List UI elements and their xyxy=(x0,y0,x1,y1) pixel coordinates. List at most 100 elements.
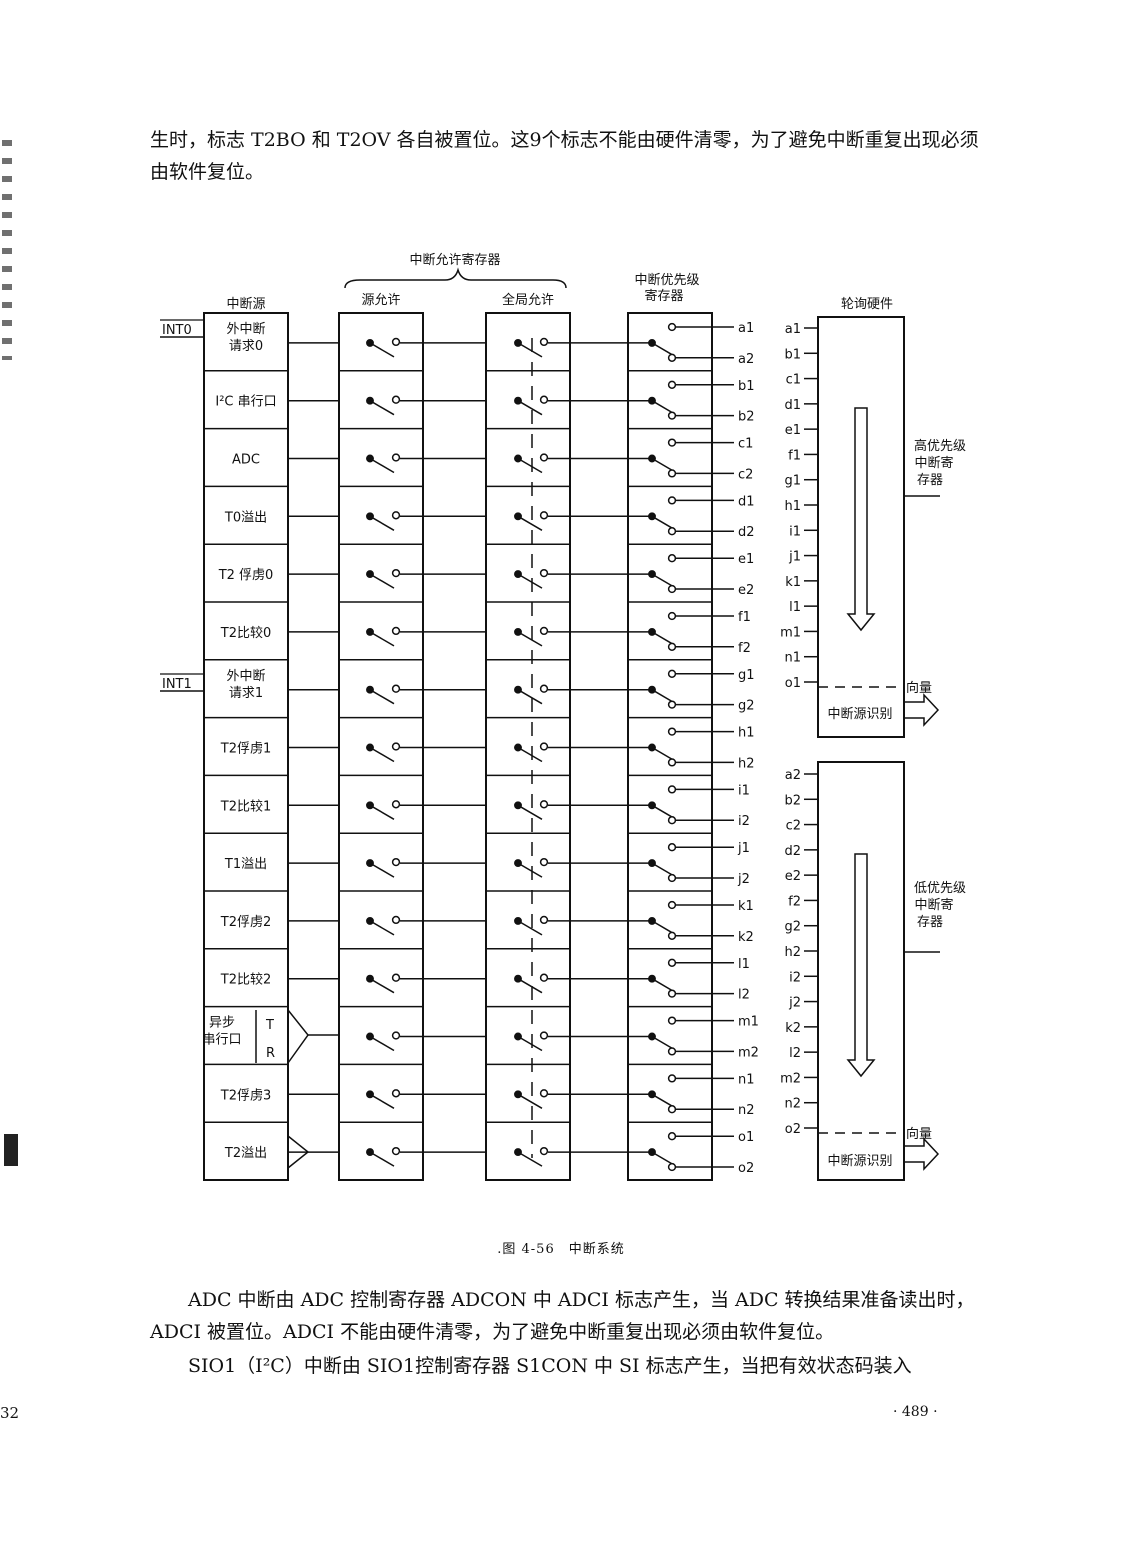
poll-input-label: e1 xyxy=(785,423,801,438)
poll-input-label: o1 xyxy=(785,676,801,691)
priority-blade xyxy=(651,515,675,530)
source-enable-switch-contact xyxy=(391,684,401,693)
low-poll-down-arrow xyxy=(846,853,876,1078)
source-label: ADC xyxy=(232,453,260,468)
global-enable-switch-contact xyxy=(539,626,549,636)
source-label: 串行口 xyxy=(202,1033,241,1048)
level1-label: i1 xyxy=(738,783,750,798)
source-enable-switch-contact xyxy=(391,626,401,636)
paragraph-sio: SIO1（I²C）中断由 SIO1控制寄存器 S1CON 中 SI 标志产生，当… xyxy=(188,1355,912,1377)
priority-blade xyxy=(651,573,675,588)
priority-blade xyxy=(651,862,675,877)
level1-label: a1 xyxy=(738,321,754,336)
poll-input-label: m1 xyxy=(780,625,801,640)
priority-contact-high xyxy=(667,727,677,736)
global-enable-switch-contact xyxy=(539,857,549,867)
source-enable-switch-blade xyxy=(369,400,395,416)
paragraph-top: 生时，标志 T2BO 和 T2OV 各自被置位。这9个标志不能由硬件清零，为了避… xyxy=(150,129,979,183)
level2-label: i2 xyxy=(738,814,750,829)
edge-page-fragment: 32 xyxy=(0,1404,20,1422)
global-enable-switch-blade xyxy=(517,1151,543,1167)
poll-input-label: b2 xyxy=(784,793,801,808)
global-enable-switch-contact xyxy=(539,684,549,693)
level2-label: k2 xyxy=(738,930,754,945)
poll-input-label: g2 xyxy=(784,920,801,935)
high-poll-down-arrow xyxy=(846,407,876,632)
source-enable-frame xyxy=(338,312,424,1181)
level1-label: h1 xyxy=(738,726,755,741)
poll-input-label: c1 xyxy=(786,373,801,388)
source-label: T2比较0 xyxy=(220,626,271,641)
source-label: T2俘虏1 xyxy=(220,742,271,757)
int1-label: INT1 xyxy=(162,677,192,692)
priority-contact-low xyxy=(667,816,677,825)
poll-input-label: l1 xyxy=(789,600,801,615)
high-priority-label-3: 存器 xyxy=(917,473,943,488)
poll-input-label: l2 xyxy=(789,1046,801,1061)
priority-contact-low xyxy=(667,411,677,420)
source-enable-switch-pivot xyxy=(366,627,374,636)
priority-contact-low xyxy=(667,1162,677,1172)
serial-t-label: T xyxy=(265,1018,274,1033)
poll-input-label: e2 xyxy=(785,869,801,884)
source-enable-switch-contact xyxy=(391,395,401,404)
priority-pivot xyxy=(648,570,656,579)
priority-contact-low xyxy=(667,931,677,940)
priority-contact-high xyxy=(667,785,677,794)
level1-label: f1 xyxy=(738,610,751,625)
priority-blade xyxy=(651,804,675,819)
source-enable-switch-contact xyxy=(391,857,401,867)
priority-contact-high xyxy=(667,554,677,563)
source-enable-switch-blade xyxy=(369,978,395,994)
high-priority-label-2: 中断寄 xyxy=(914,455,953,471)
poll-input-label: n1 xyxy=(784,651,801,666)
poll-input-label: a2 xyxy=(785,768,801,783)
source-enable-switch-blade xyxy=(369,457,395,474)
poll-input-label: m2 xyxy=(780,1071,801,1086)
global-enable-switch-blade xyxy=(517,631,543,647)
source-label: T2溢出 xyxy=(224,1146,267,1161)
source-enable-switch-blade xyxy=(369,746,395,763)
priority-contact-low xyxy=(667,873,677,883)
level1-label: b1 xyxy=(738,379,755,394)
level1-label: o1 xyxy=(738,1130,754,1145)
level1-label: j1 xyxy=(737,841,750,856)
priority-contact-high xyxy=(667,322,677,332)
level2-label: j2 xyxy=(737,872,750,887)
priority-blade xyxy=(651,457,675,473)
scan-margin-block xyxy=(4,1134,18,1166)
priority-header-line2: 寄存器 xyxy=(644,288,683,304)
priority-blade xyxy=(651,1093,675,1108)
level1-label: g1 xyxy=(738,668,755,683)
global-enable-switch-contact xyxy=(539,1031,549,1040)
source-enable-switch-blade xyxy=(369,1151,395,1167)
priority-blade xyxy=(651,920,675,935)
global-enable-switch-blade xyxy=(517,689,543,705)
global-enable-switch-contact xyxy=(539,568,549,578)
source-enable-switch-pivot xyxy=(366,570,374,579)
level2-label: b2 xyxy=(738,410,755,425)
source-enable-switch-blade xyxy=(369,515,395,531)
source-label: T2比较1 xyxy=(220,799,271,814)
global-enable-switch-blade xyxy=(517,515,543,531)
priority-contact-high xyxy=(667,1132,677,1141)
poll-input-label: a1 xyxy=(785,322,801,337)
int0-label: INT0 xyxy=(162,323,192,338)
low-source-id-label: 中断源识别 xyxy=(827,1154,892,1169)
priority-contact-high xyxy=(667,669,677,678)
priority-pivot xyxy=(648,627,656,636)
source-label: 请求0 xyxy=(229,339,263,354)
serial-r-label: R xyxy=(266,1046,275,1061)
poll-input-label: b1 xyxy=(784,347,801,362)
source-label: I²C 串行口 xyxy=(215,395,276,410)
source-enable-switch-contact xyxy=(391,453,401,462)
priority-blade xyxy=(651,978,675,993)
priority-blade xyxy=(651,342,675,357)
priority-blade xyxy=(651,631,675,646)
global-enable-header: 全局允许 xyxy=(502,292,554,308)
global-enable-switch-contact xyxy=(539,915,549,925)
global-enable-switch-blade xyxy=(517,978,543,994)
source-label: T2俘虏2 xyxy=(220,915,271,930)
source-label: T1溢出 xyxy=(224,857,267,872)
